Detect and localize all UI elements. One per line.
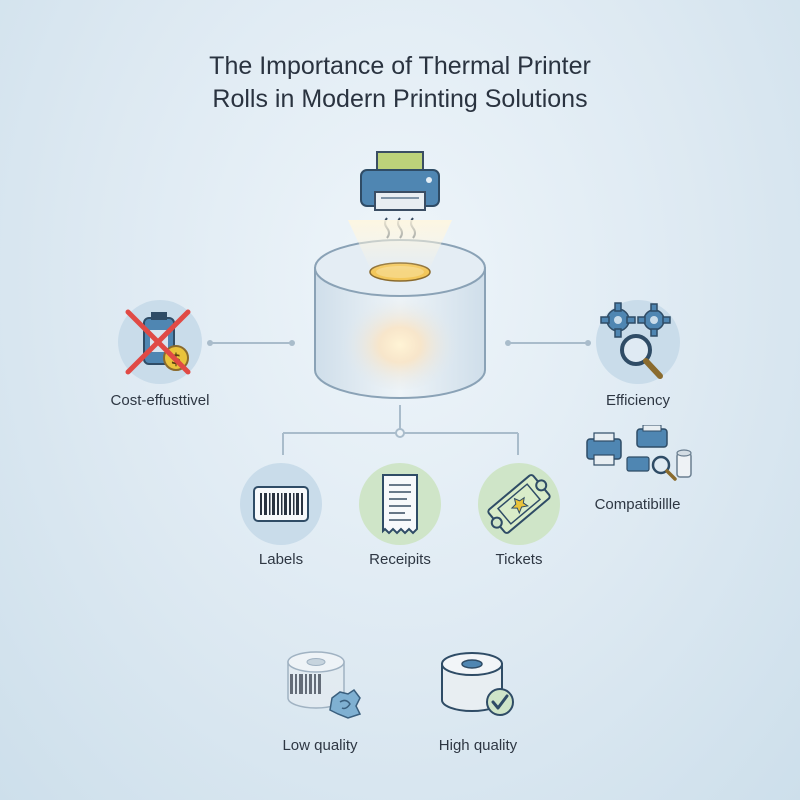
- high-quality-label: High quality: [438, 737, 518, 754]
- barcode-icon: [253, 486, 309, 522]
- ticket-icon: [487, 474, 551, 534]
- title-line-1: The Importance of Thermal Printer: [209, 52, 591, 80]
- gears-magnifier-icon: [600, 302, 671, 379]
- receipt-icon: [382, 474, 418, 535]
- efficiency-label: Efficiency: [606, 392, 670, 409]
- use-label-labels: Labels: [258, 551, 304, 568]
- compatibility-label: Compatibillle: [594, 496, 681, 513]
- devices-icon: [586, 425, 692, 481]
- thermal-roll-icon: [314, 220, 486, 399]
- cost-icon: $: [125, 309, 191, 375]
- low-quality-label: Low quality: [282, 737, 358, 754]
- page-title: The Importance of Thermal Printer Rolls …: [0, 50, 800, 116]
- cost-effective-label: Cost-effusttivel: [110, 392, 210, 409]
- title-line-2: Rolls in Modern Printing Solutions: [212, 85, 588, 113]
- high-quality-roll-icon: [441, 652, 514, 716]
- use-label-receipts: Receipits: [369, 551, 431, 568]
- printer-icon: [360, 151, 440, 239]
- use-label-tickets: Tickets: [495, 551, 543, 568]
- low-quality-roll-icon: [287, 651, 362, 719]
